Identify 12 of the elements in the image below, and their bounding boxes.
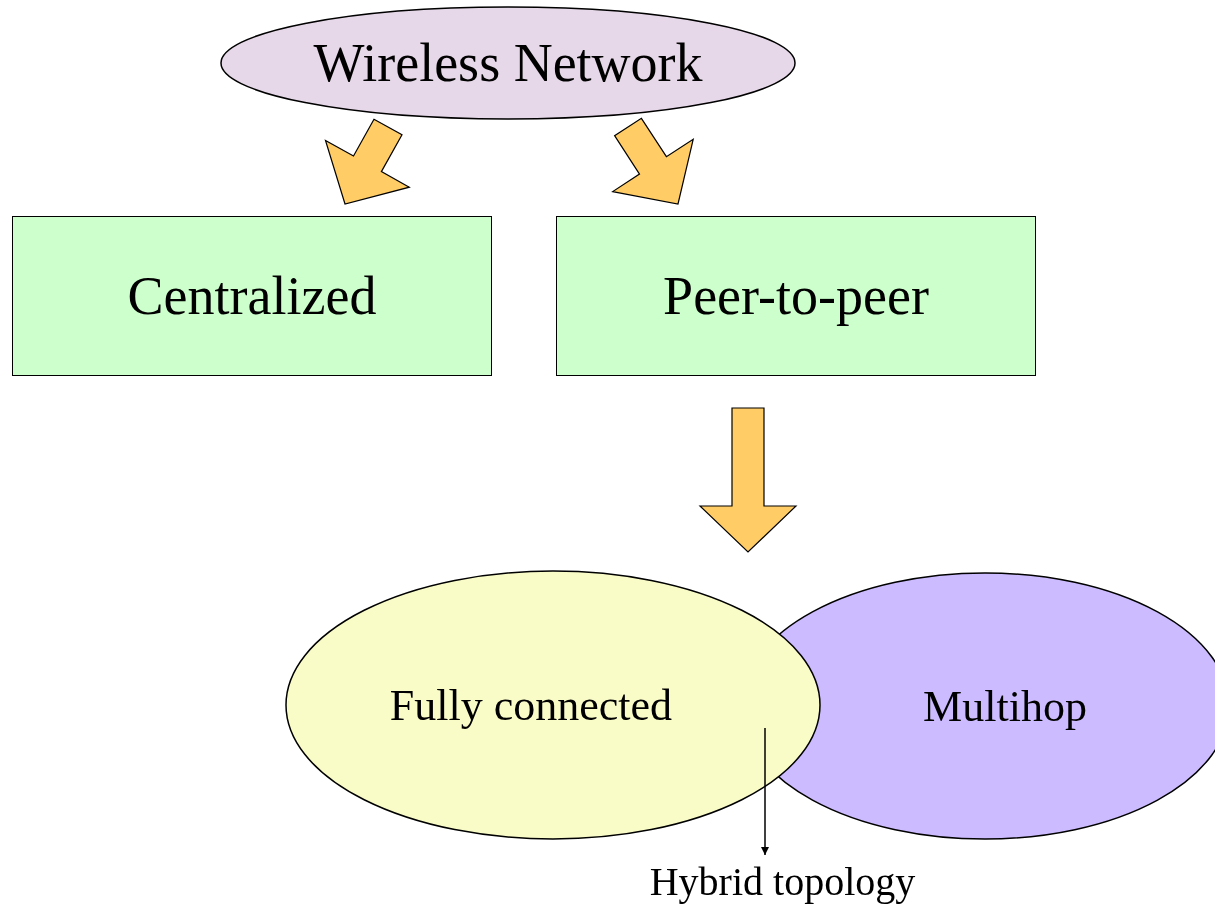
- category-box: [556, 216, 1036, 376]
- block-arrow: [611, 117, 695, 205]
- block-arrow: [698, 407, 798, 553]
- node-label: Wireless Network: [313, 32, 703, 94]
- caption-text: Hybrid topology: [649, 857, 916, 905]
- node-label: Fully connected: [389, 679, 673, 731]
- node-label: Peer-to-peer: [663, 265, 929, 327]
- node-label: Multihop: [923, 680, 1087, 732]
- block-arrow: [324, 118, 411, 205]
- category-box: [12, 216, 492, 376]
- leader-line: [761, 727, 769, 856]
- node-label: Centralized: [127, 265, 377, 327]
